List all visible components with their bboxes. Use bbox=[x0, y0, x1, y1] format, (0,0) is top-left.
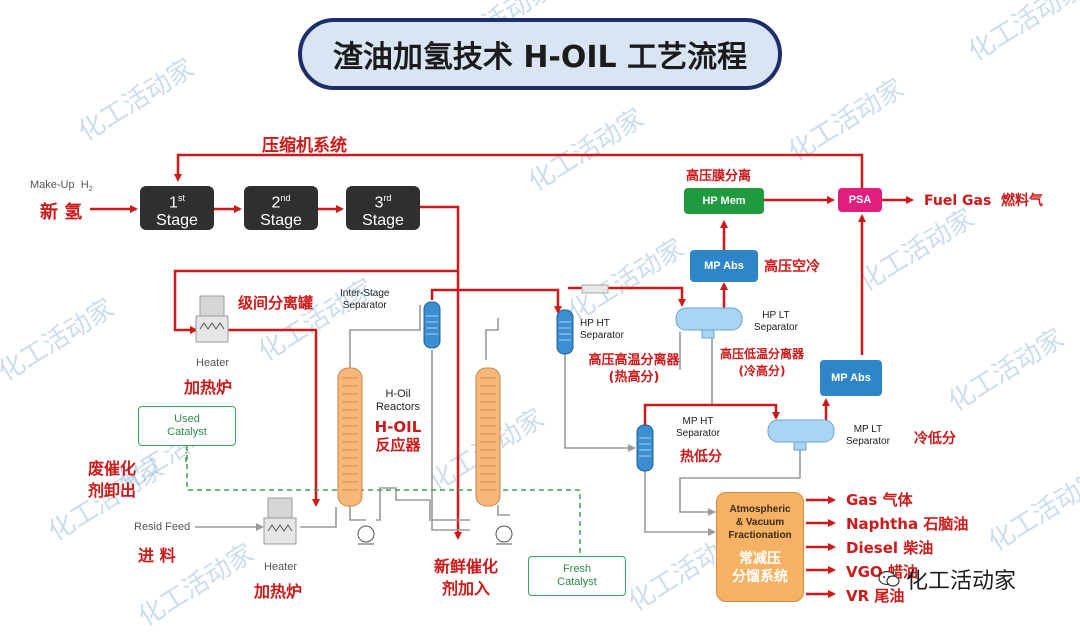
makeup-label: Make-Up H2 bbox=[30, 179, 93, 194]
used-catalyst-cn-label: 废催化剂卸出 bbox=[88, 459, 137, 500]
psa-box: PSA bbox=[838, 188, 882, 212]
mp-abs-top-box: MP Abs bbox=[690, 250, 758, 282]
title-banner: 渣油加氢技术 H-OIL 工艺流程 bbox=[298, 18, 782, 90]
brand-text: 化工活动家 bbox=[906, 569, 1017, 594]
reactor-2-shape bbox=[475, 367, 501, 507]
reactor-1-shape bbox=[337, 367, 363, 507]
hp-lt-separator-shape bbox=[675, 307, 743, 339]
resid-feed-en-label: Resid Feed bbox=[134, 521, 191, 533]
fractionation-cn-label: 常减压分馏系统 bbox=[732, 551, 788, 585]
heater-bottom-shape bbox=[263, 497, 297, 545]
pump-2-shape bbox=[495, 525, 513, 545]
interstage-cn-label: 级间分离罐 bbox=[238, 294, 314, 312]
fuel-gas-label: Fuel Gas 燃料气 bbox=[924, 193, 1044, 209]
mp-lt-separator-shape bbox=[767, 419, 835, 451]
product-naphtha: Naphtha 石脑油 bbox=[846, 515, 969, 533]
heater-top-cn-label: 加热炉 bbox=[184, 378, 233, 397]
recycle-gas-line bbox=[174, 153, 864, 196]
membrane-cn-label: 高压膜分离 bbox=[686, 169, 752, 184]
heater-bottom-cn-label: 加热炉 bbox=[254, 582, 303, 601]
hp-ht-separator-shape bbox=[556, 309, 574, 355]
makeup-cn-label: 新 氢 bbox=[40, 202, 83, 223]
page-title: 渣油加氢技术 H-OIL 工艺流程 bbox=[332, 40, 748, 75]
heater-top-shape bbox=[195, 295, 229, 343]
catalyst-line bbox=[186, 446, 581, 558]
interstage-separator-shape bbox=[423, 301, 441, 349]
product-vr: VR 尾油 bbox=[846, 587, 905, 605]
mp-abs-bottom-box: MP Abs bbox=[820, 360, 882, 396]
hp-mem-box: HP Mem bbox=[684, 188, 764, 214]
hp-lt-cn-label: 高压低温分离器(冷高分) bbox=[719, 347, 804, 378]
product-gas: Gas 气体 bbox=[846, 491, 913, 509]
resid-feed-cn-label: 进 料 bbox=[138, 546, 176, 565]
hp-ht-cn-label: 高压高温分离器(热高分) bbox=[588, 353, 680, 385]
product-diesel: Diesel 柴油 bbox=[846, 539, 934, 557]
pump-1-shape bbox=[357, 525, 375, 545]
mp-lt-cn-label: 冷低分 bbox=[914, 431, 956, 447]
brand-watermark: 化工活动家 bbox=[878, 563, 1016, 595]
product-vgo: VGO 蜡油 bbox=[846, 563, 918, 581]
compressor-system-label: 压缩机系统 bbox=[262, 136, 347, 156]
air-cooler-cn-label: 高压空冷 bbox=[764, 259, 820, 275]
heater-bottom-en-label: Heater bbox=[264, 561, 298, 573]
wechat-icon bbox=[878, 570, 900, 588]
mp-ht-separator-shape bbox=[636, 424, 654, 472]
fresh-catalyst-cn-label: 新鲜催化剂加入 bbox=[434, 557, 499, 598]
heater-top-en-label: Heater bbox=[196, 357, 230, 369]
mp-ht-cn-label: 热低分 bbox=[680, 449, 722, 465]
air-cooler-shape bbox=[581, 284, 609, 294]
